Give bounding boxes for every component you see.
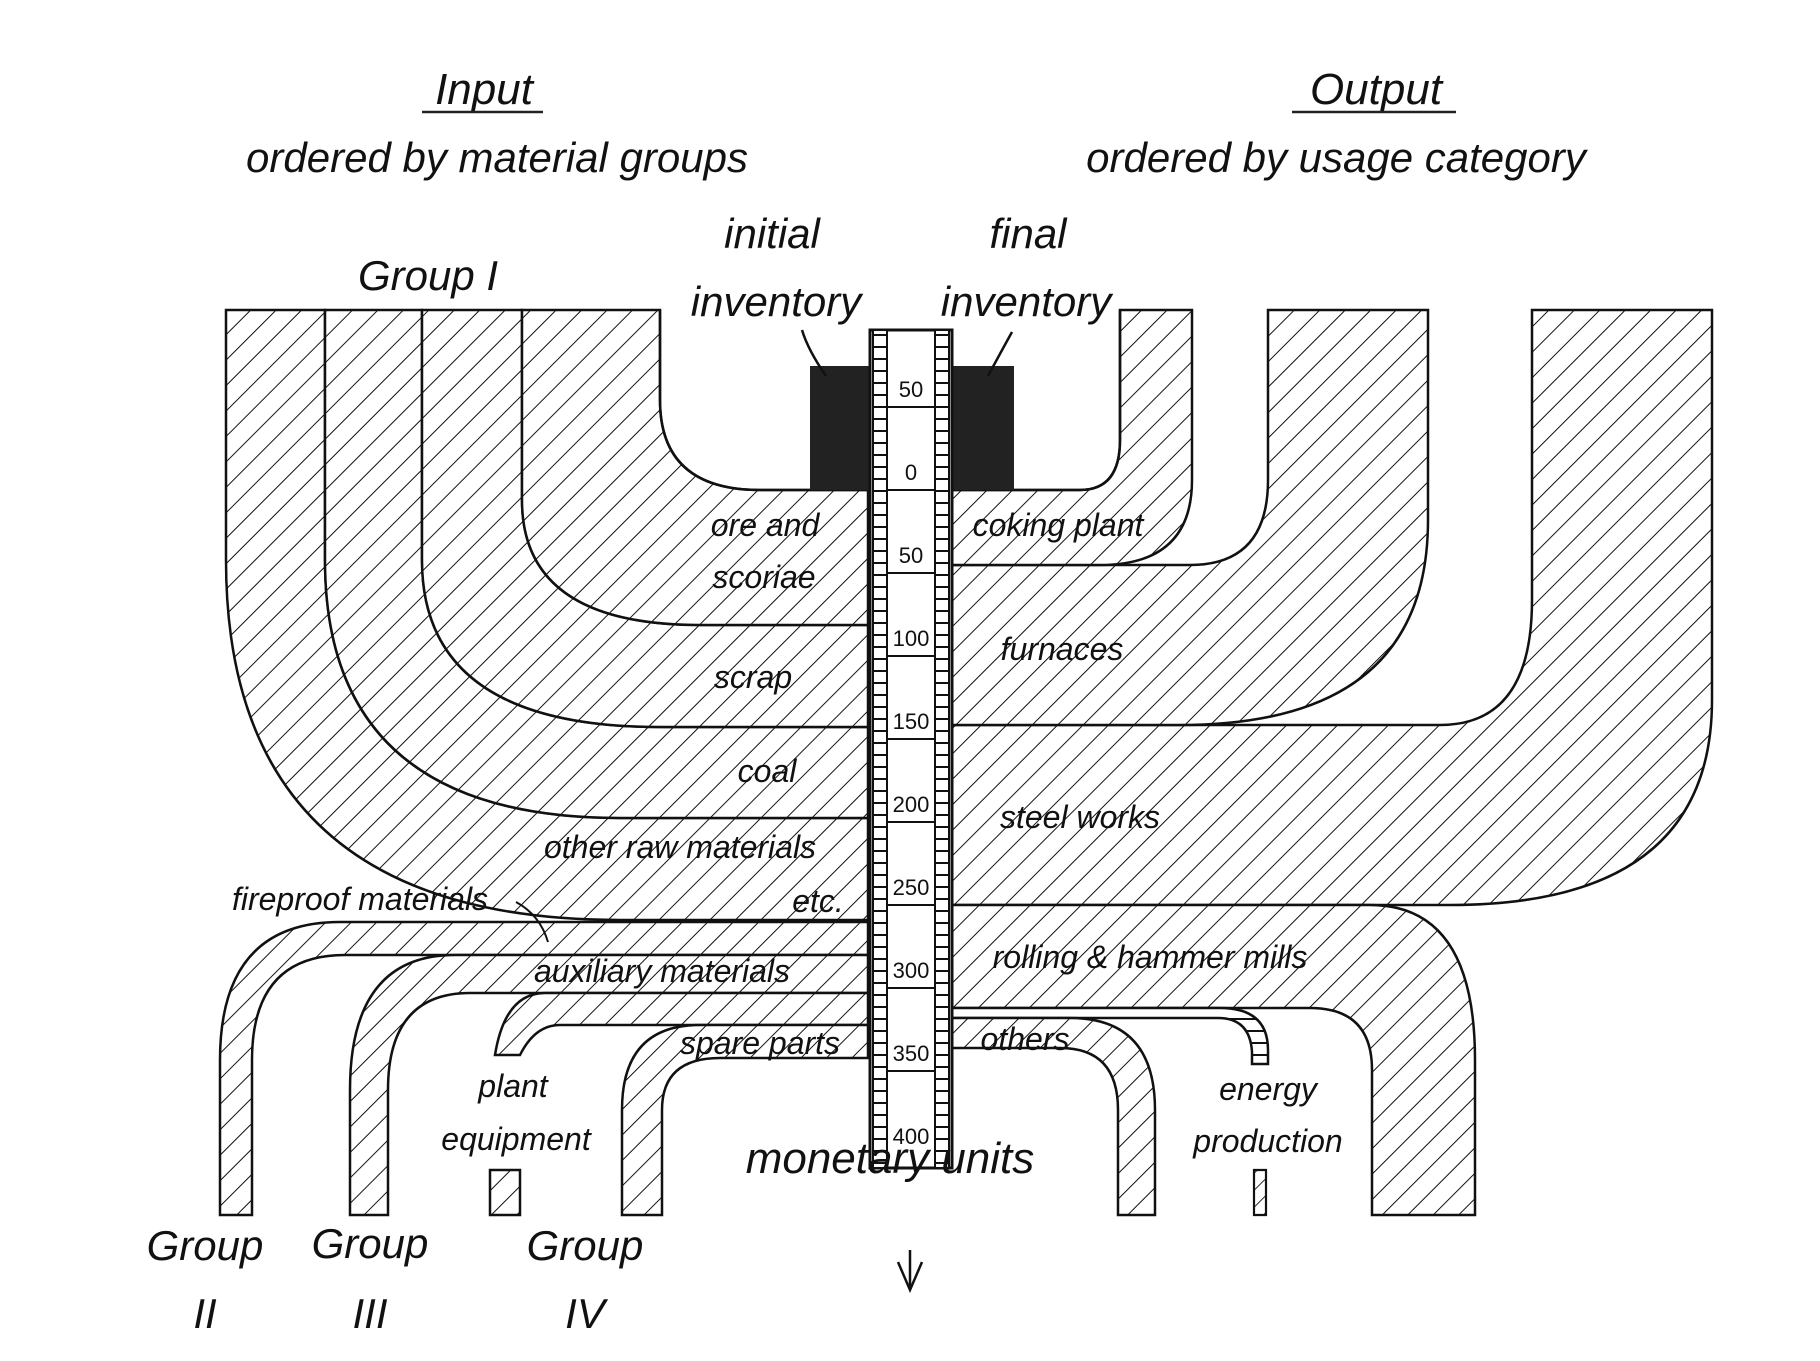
output-subtitle: ordered by usage category xyxy=(1086,134,1589,181)
scale-tick-label: 0 xyxy=(905,460,917,485)
flow-fireproof-materials xyxy=(218,920,870,1217)
label-plant-1: plant xyxy=(477,1068,549,1104)
fireproof-pointer xyxy=(515,901,549,943)
flow-rolling-hammer-mills xyxy=(950,903,1477,1217)
label-coal: coal xyxy=(738,753,798,789)
output-title: Output xyxy=(1310,65,1444,114)
label-fireproof: fireproof materials xyxy=(232,881,488,917)
group-4-label-1: Group xyxy=(527,1222,644,1269)
monetary-scale: 50 0 50 100 150 200 250 300 350 400 xyxy=(868,328,954,1170)
scale-tick-label: 100 xyxy=(893,626,930,651)
flow-energy-production-stub xyxy=(1252,1168,1268,1217)
group-3-label-1: Group xyxy=(312,1220,429,1267)
scale-tick-label: 200 xyxy=(893,792,930,817)
label-other-raw: other raw materials xyxy=(544,829,816,865)
output-lower-flows xyxy=(950,903,1477,1217)
flow-plant-equipment xyxy=(493,991,870,1057)
scale-tick-label: 350 xyxy=(893,1041,930,1066)
label-others: others xyxy=(981,1021,1070,1057)
label-rolling-hammer: rolling & hammer mills xyxy=(993,939,1308,975)
flow-others xyxy=(950,1016,1157,1217)
final-inventory-label-1: final xyxy=(989,210,1068,257)
group-1-label: Group I xyxy=(358,252,498,299)
scale-rail-left xyxy=(872,329,888,1169)
label-spare-parts: spare parts xyxy=(680,1025,840,1061)
flow-furnaces xyxy=(950,308,1430,727)
final-inventory-pointer xyxy=(986,331,1014,377)
scale-rail-right xyxy=(934,329,950,1169)
label-plant-2: equipment xyxy=(441,1121,592,1157)
input-subtitle: ordered by material groups xyxy=(246,134,748,181)
label-ore-2: scoriae xyxy=(712,559,815,595)
initial-inventory-block xyxy=(810,366,872,490)
group-2-label-1: Group xyxy=(147,1222,264,1269)
label-furnaces: furnaces xyxy=(1001,631,1124,667)
group-4-label-2: IV xyxy=(565,1290,609,1337)
flow-plant-equipment-stub xyxy=(488,1168,522,1217)
label-auxiliary: auxiliary materials xyxy=(534,953,790,989)
down-arrow-icon xyxy=(896,1250,924,1294)
scale-unit-label: monetary units xyxy=(746,1134,1035,1183)
flow-auxiliary-materials xyxy=(348,953,870,1217)
label-etc: etc. xyxy=(792,883,844,919)
label-energy-2: production xyxy=(1192,1123,1342,1159)
scale-tick-label: 150 xyxy=(893,709,930,734)
group-3-label-2: III xyxy=(352,1290,387,1337)
label-steel-works: steel works xyxy=(1000,799,1160,835)
input-group-1-flows xyxy=(224,308,870,922)
output-flows-upper xyxy=(950,308,1714,907)
input-lower-flows xyxy=(218,920,870,1217)
flow-energy-production xyxy=(950,1006,1270,1066)
flow-steel-works xyxy=(950,308,1714,907)
scale-tick-label: 300 xyxy=(893,958,930,983)
flow-spare-parts xyxy=(620,1023,870,1217)
scale-tick-label: 50 xyxy=(899,543,923,568)
label-energy-1: energy xyxy=(1219,1071,1319,1107)
initial-inventory-label-1: initial xyxy=(724,210,821,257)
scale-tick-label: 250 xyxy=(893,875,930,900)
label-scrap: scrap xyxy=(714,659,792,695)
label-coking-plant: coking plant xyxy=(973,507,1145,543)
final-inventory-block xyxy=(948,366,1014,490)
initial-inventory-pointer xyxy=(800,329,828,377)
final-inventory-label-2: inventory xyxy=(941,278,1114,325)
inventory-outline xyxy=(658,310,1122,492)
scale-tick-label: 400 xyxy=(893,1124,930,1149)
scale-tick-label: 50 xyxy=(899,377,923,402)
initial-inventory-label-2: inventory xyxy=(691,278,864,325)
input-title: Input xyxy=(435,65,535,114)
group-2-label-2: II xyxy=(193,1290,217,1337)
label-ore-1: ore and xyxy=(711,507,821,543)
